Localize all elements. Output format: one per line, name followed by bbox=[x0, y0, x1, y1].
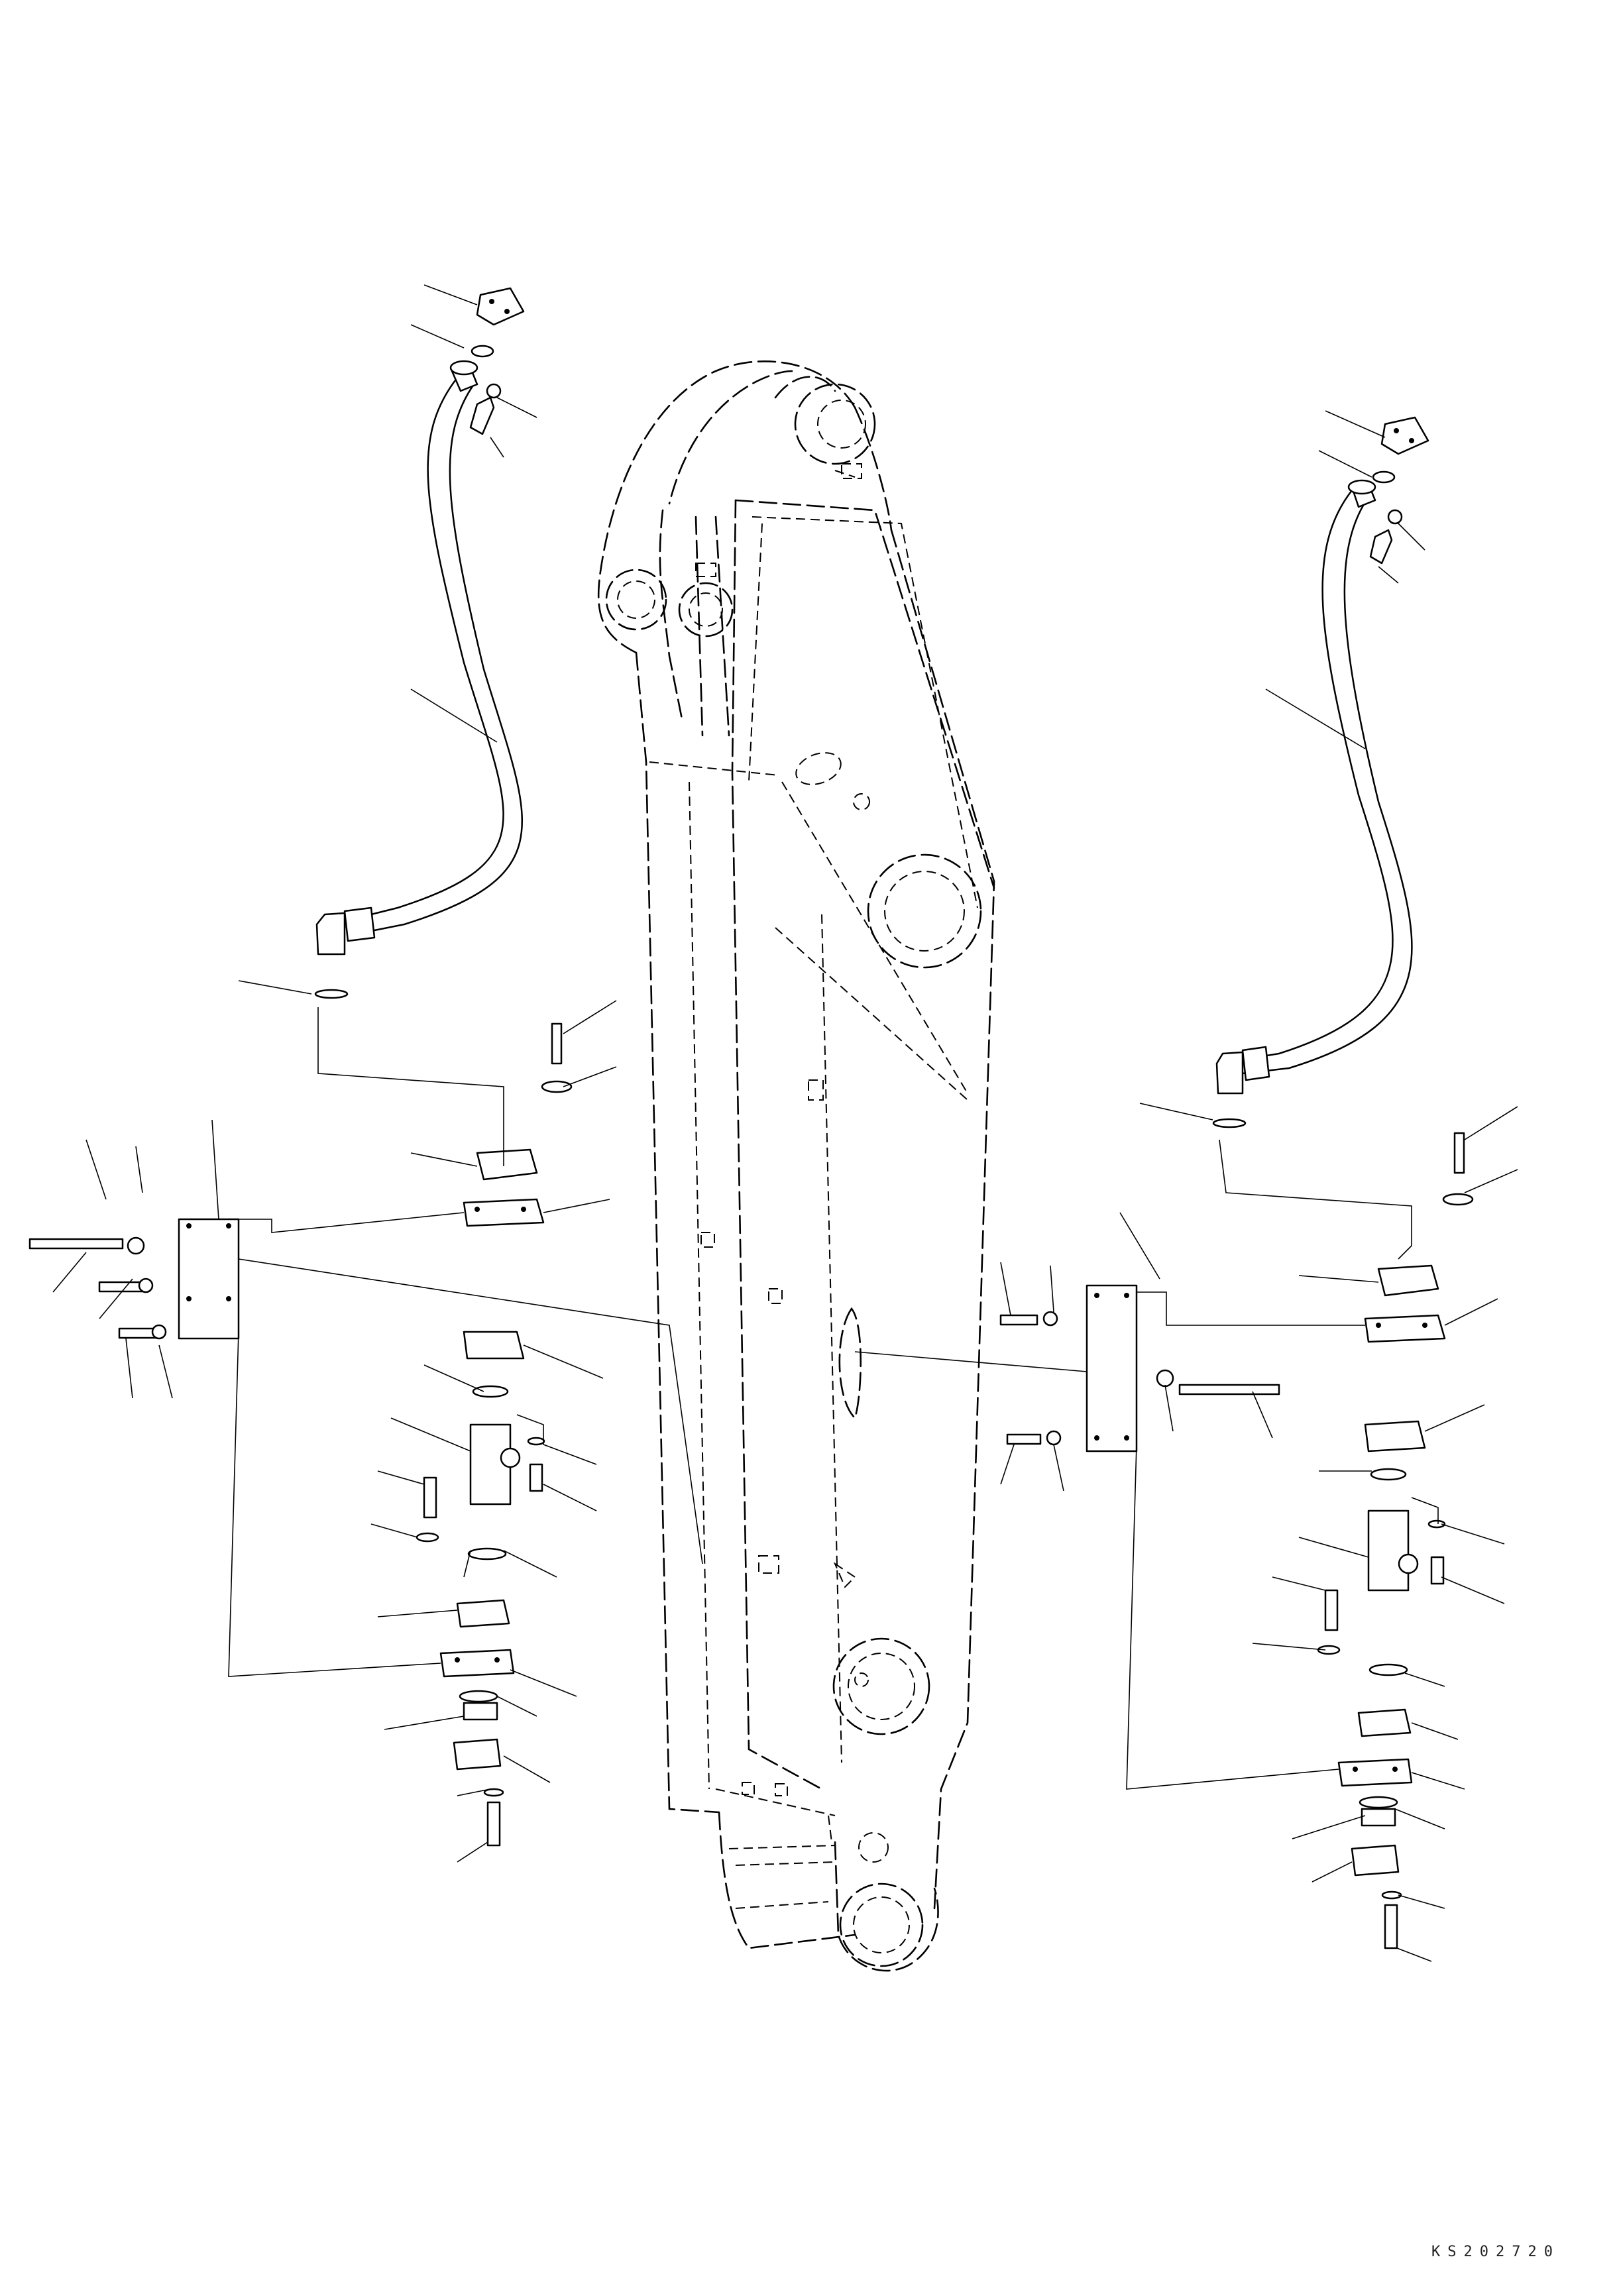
boom-outline bbox=[597, 360, 995, 1972]
left-hose-assembly bbox=[28, 284, 1088, 1863]
reference-code: KS202720 bbox=[1431, 2244, 1560, 2260]
right-hose-assembly bbox=[999, 410, 1518, 1962]
